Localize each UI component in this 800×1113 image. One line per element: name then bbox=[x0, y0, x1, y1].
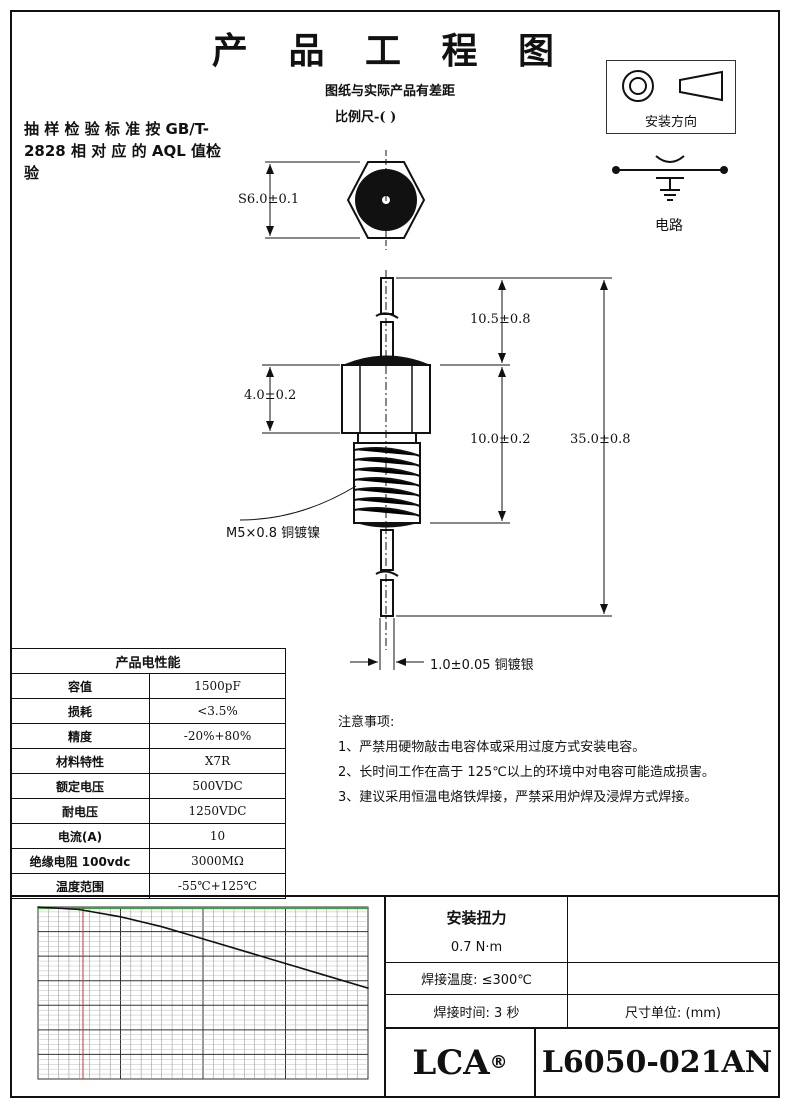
chart-data-point bbox=[367, 987, 369, 989]
spec-key: 耐电压 bbox=[10, 798, 150, 824]
model-number: L6050-021AN bbox=[541, 1045, 773, 1080]
spec-row: 温度范围-55℃+125℃ bbox=[10, 873, 286, 899]
hex-dimension: S6.0±0.1 bbox=[238, 192, 300, 207]
chart-data-point bbox=[160, 925, 163, 928]
install-direction-label: 安装方向 bbox=[644, 115, 697, 130]
chart-data-point bbox=[202, 938, 204, 940]
technical-drawing bbox=[239, 150, 612, 670]
spec-key: 绝缘电阻 100vdc bbox=[10, 848, 150, 874]
spec-key: 电流(A) bbox=[10, 823, 150, 849]
spec-key: 损耗 bbox=[10, 698, 150, 724]
aql-note: 抽 样 检 验 标 准 按 GB/T-2828 相 对 应 的 AQL 值检验 bbox=[24, 120, 222, 182]
solder-temperature: 焊接温度: ≤300℃ bbox=[386, 963, 568, 995]
spec-value: 1250VDC bbox=[149, 798, 286, 824]
spec-value: X7R bbox=[149, 748, 286, 774]
title-block: 安装扭力 0.7 N·m 焊接温度: ≤300℃ 焊接时间: 3 秒 尺寸单位:… bbox=[386, 897, 778, 1096]
drawing-disclaimer: 图纸与实际产品有差距 bbox=[324, 84, 455, 99]
scale-label: 比例尺-( ) bbox=[335, 110, 397, 125]
spec-key: 容值 bbox=[10, 673, 150, 699]
install-direction-icon bbox=[622, 70, 723, 102]
spec-table-title: 产品电性能 bbox=[10, 648, 286, 674]
notes-section: 注意事项: 1、严禁用硬物敲击电容体或采用过度方式安装电容。 2、长时间工作在高… bbox=[338, 710, 758, 810]
chart-data-point bbox=[119, 916, 122, 918]
title-block-frame bbox=[10, 895, 780, 1100]
spec-row: 精度-20%+80% bbox=[10, 723, 286, 749]
spec-value: 10 bbox=[149, 823, 286, 849]
circuit-label: 电路 bbox=[655, 218, 683, 234]
title-block-blank-cell bbox=[568, 963, 778, 995]
registered-mark: ® bbox=[489, 1052, 508, 1073]
title-block-blank-cell bbox=[568, 897, 778, 963]
notes-heading: 注意事项: bbox=[338, 715, 395, 730]
spec-key: 温度范围 bbox=[10, 873, 150, 899]
total-length-dimension: 35.0±0.8 bbox=[570, 432, 631, 447]
spec-value: 3000MΩ bbox=[149, 848, 286, 874]
chart-data-point bbox=[325, 975, 328, 977]
spec-value: 500VDC bbox=[149, 773, 286, 799]
solder-time: 焊接时间: 3 秒 bbox=[386, 995, 568, 1029]
spec-value: <3.5% bbox=[149, 698, 286, 724]
thread-spec: M5×0.8 铜镀镍 bbox=[226, 526, 321, 541]
torque-value: 0.7 N·m bbox=[386, 933, 568, 963]
dimension-unit: 尺寸单位: (mm) bbox=[568, 995, 778, 1029]
page-title: 产 品 工 程 图 bbox=[211, 30, 569, 72]
brand-logo: LCA® bbox=[386, 1029, 536, 1096]
spec-key: 额定电压 bbox=[10, 773, 150, 799]
lead-diameter-dimension: 1.0±0.05 铜镀银 bbox=[430, 658, 534, 673]
nut-height-dimension: 4.0±0.2 bbox=[244, 388, 297, 403]
spec-value: 1500pF bbox=[149, 673, 286, 699]
drawing-sheet bbox=[10, 10, 780, 1098]
attenuation-chart-area bbox=[12, 897, 386, 1096]
chart-data-point bbox=[78, 908, 81, 911]
install-direction-box bbox=[606, 60, 736, 134]
thread-length-dimension: 10.0±0.2 bbox=[470, 432, 531, 447]
chart-data-point bbox=[284, 962, 287, 965]
note-item: 2、长时间工作在高于 125℃以上的环境中对电容可能造成损害。 bbox=[338, 765, 715, 780]
spec-value: -20%+80% bbox=[149, 723, 286, 749]
note-item: 3、建议采用恒温电烙铁焊接，严禁采用炉焊及浸焊方式焊接。 bbox=[338, 790, 698, 805]
spec-value: -55℃+125℃ bbox=[149, 873, 286, 899]
feedthrough-capacitor-symbol-icon bbox=[612, 155, 728, 201]
chart-data-point bbox=[243, 950, 246, 953]
torque-label: 安装扭力 bbox=[386, 897, 568, 937]
spec-row: 电流(A)10 bbox=[10, 823, 286, 849]
chart-data-point bbox=[37, 906, 39, 908]
spec-key: 材料特性 bbox=[10, 748, 150, 774]
brand-name: LCA bbox=[412, 1042, 490, 1083]
attenuation-chart bbox=[37, 906, 369, 1080]
lead-top-dimension: 10.5±0.8 bbox=[470, 312, 531, 327]
spec-row: 损耗<3.5% bbox=[10, 698, 286, 724]
note-item: 1、严禁用硬物敲击电容体或采用过度方式安装电容。 bbox=[338, 740, 646, 755]
spec-key: 精度 bbox=[10, 723, 150, 749]
